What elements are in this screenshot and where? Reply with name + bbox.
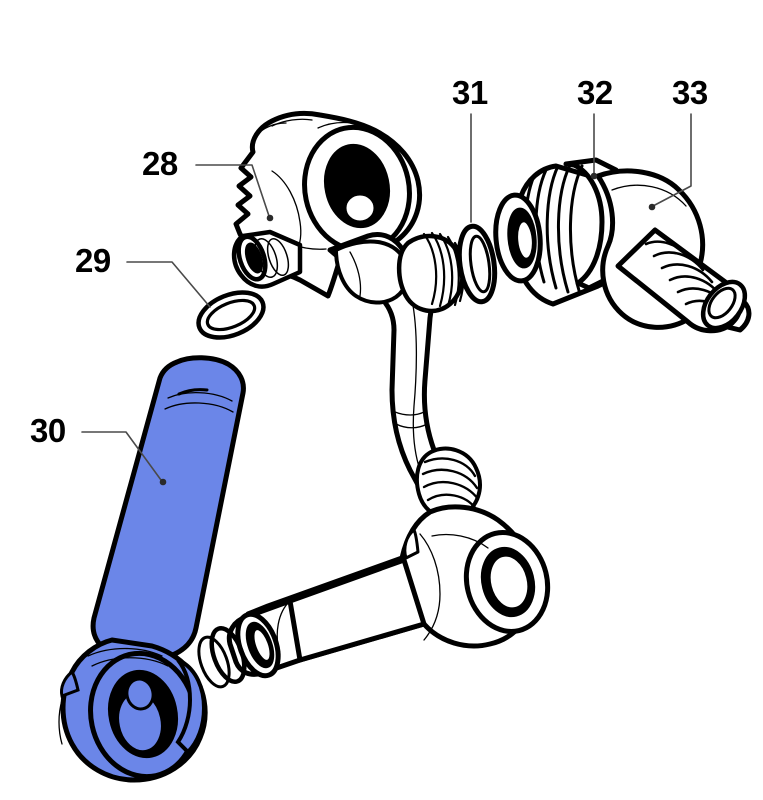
threaded-collar-upper: [396, 231, 465, 314]
callout-number-30: 30: [30, 412, 66, 449]
callout-number-29: 29: [75, 242, 111, 279]
leader-dot-28: [266, 214, 274, 222]
leader-30: [81, 431, 162, 481]
part-30-highlighted-pipe: [58, 355, 246, 783]
oring-pipe-mouth: [197, 626, 247, 689]
main-diagonal-body: [327, 231, 482, 521]
leader-33: [652, 113, 692, 207]
part-33-male-thread: [615, 227, 748, 334]
part-33-threaded-elbow: [595, 168, 752, 334]
callout-leaders: [81, 113, 692, 486]
part-28-upper-elbow-housing: [231, 110, 423, 299]
callout-number-32: 32: [577, 74, 613, 111]
part-28-stub-sleeve: [231, 229, 303, 289]
callout-number-31: 31: [452, 74, 488, 111]
callout-number-28: 28: [142, 145, 178, 182]
leader-dot-33: [648, 203, 656, 211]
callout-numbers: 28 29 30 31 32 33: [30, 74, 708, 449]
callout-number-33: 33: [672, 74, 708, 111]
leader-29: [126, 261, 211, 308]
leader-dot-30: [159, 478, 167, 486]
part-29-oring: [196, 290, 266, 340]
leader-28: [195, 164, 270, 217]
part-31-oring: [456, 223, 498, 305]
leader-dot-32: [590, 172, 598, 180]
lower-joint-and-pipe: [226, 504, 551, 679]
